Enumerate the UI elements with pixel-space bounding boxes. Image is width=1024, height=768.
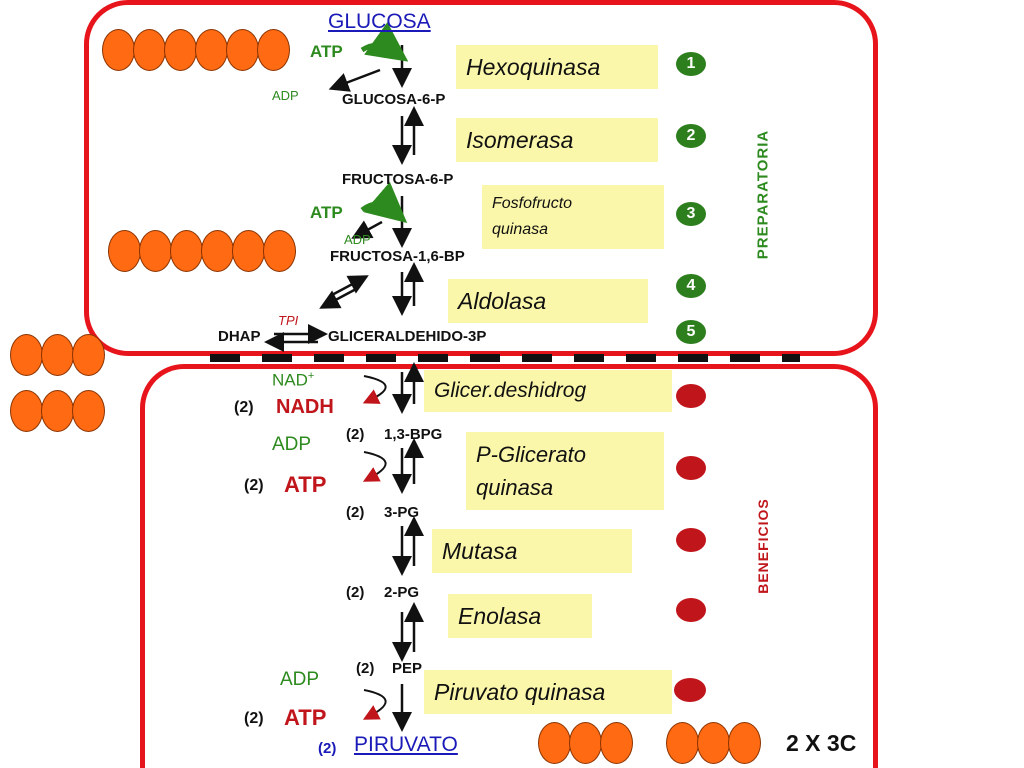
preparatory-phase-label: PREPARATORIA [754,129,772,260]
enzyme-mutasa: Mutasa [432,529,632,573]
enzyme-pglicerato-line2: quinasa [476,475,554,500]
result-label: 2 X 3C [786,730,857,756]
pg3-label: 3-PG [384,504,420,521]
enzyme-isomerasa-label: Isomerasa [466,126,574,153]
glucose-6-phosphate-label: GLUCOSA-6-P [342,91,446,108]
fructose-bisphosphate-label: FRUCTOSA-1,6-BP [330,248,465,265]
glyceraldehyde-3p-label: GLICERALDEHIDO-3P [328,328,487,345]
adp-input-7: ADP [272,434,312,455]
step-badge-10: 10 [674,678,706,702]
nad-input: NAD+ [272,370,314,391]
enzyme-p-glicerato-quinasa: P-Glicerato quinasa [466,432,664,510]
carbon-atom [263,230,296,272]
step-badge-8: 8 [676,528,706,552]
carbon-atom [697,722,730,764]
adp-output-3: ADP [344,232,371,247]
step-badge-6: 6 [676,384,706,408]
enzyme-mutasa-label: Mutasa [442,537,518,564]
enzyme-enolasa-label: Enolasa [458,602,542,629]
payoff-phase-label: BENEFICIOS [755,498,771,594]
carbon-atom [232,230,265,272]
enzyme-piruvato-quinasa: Piruvato quinasa [424,670,672,714]
fructose-bisphosphate-carbons [108,230,296,272]
enzyme-fosfofructo-line1: Fosfofructo [492,195,573,213]
step-badge-7: 7 [676,456,706,480]
triose-carbons-top [10,334,105,376]
payoff-phase-frame [140,364,878,768]
carbon-atom [569,722,602,764]
carbon-atom [226,29,259,71]
pg2-label: 2-PG [384,584,420,601]
step-badge-1: 1 [676,52,706,76]
step-badge-9: 9 [676,598,706,622]
carbon-atom [102,29,135,71]
pyruvate-carbons-b [666,722,761,764]
enzyme-hexoquinasa: Hexoquinasa [456,45,658,89]
bpg-label: 1,3-BPG [384,426,443,443]
preparatory-phase-frame [84,0,878,356]
enzyme-glicer-deshidrog: Glicer.deshidrog [424,370,672,412]
fructose-6-phosphate-label: FRUCTOSA-6-P [342,171,454,188]
atp-count-7: (2) [244,477,264,494]
atp-count-10: (2) [244,710,264,727]
carbon-atom [538,722,571,764]
atp-input-1: ATP [310,42,343,61]
adp-output-1: ADP [272,88,299,103]
nad-plus: + [307,370,315,382]
carbon-atom [666,722,699,764]
carbon-atom [108,230,141,272]
step-badge-5: 5 [676,320,706,344]
enzyme-enolasa: Enolasa [448,594,592,638]
pep-count: (2) [356,660,375,677]
dhap-label: DHAP [218,328,261,345]
pyruvate-carbons-a [538,722,633,764]
carbon-atom [72,390,105,432]
nadh-count: (2) [234,399,254,416]
step-badge-2: 2 [676,124,706,148]
enzyme-fosfofructo-line2: quinasa [492,221,549,238]
carbon-atom [41,390,74,432]
carbon-atom [728,722,761,764]
pyruvate-count: (2) [318,740,337,757]
carbon-atom [257,29,290,71]
carbon-atom [164,29,197,71]
carbon-atom [170,230,203,272]
atp-output-7: ATP [284,472,327,497]
bpg-count: (2) [346,426,365,443]
carbon-atom [41,334,74,376]
adp-input-10: ADP [280,669,320,690]
pg2-count: (2) [346,584,365,601]
tpi-label: TPI [278,313,299,328]
enzyme-fosfofructoquinasa: Fosfofructo quinasa [482,185,664,249]
enzyme-piruvato-label: Piruvato quinasa [434,678,606,705]
glucose-label[interactable]: GLUCOSA [328,10,431,33]
carbon-atom [195,29,228,71]
triose-carbons-bottom [10,390,105,432]
atp-output-10: ATP [284,705,327,730]
glucose-carbons [102,29,290,71]
pyruvate-label[interactable]: PIRUVATO [354,733,458,756]
carbon-atom [10,334,43,376]
carbon-atom [600,722,633,764]
phase-divider [210,354,800,362]
carbon-atom [139,230,172,272]
carbon-atom [201,230,234,272]
step-badge-3: 3 [676,202,706,226]
enzyme-aldolasa: Aldolasa [448,279,648,323]
carbon-atom [133,29,166,71]
nad-text: NAD [272,370,308,390]
enzyme-isomerasa: Isomerasa [456,118,658,162]
pep-label: PEP [392,660,423,677]
enzyme-aldolasa-label: Aldolasa [458,287,547,314]
pg3-count: (2) [346,504,365,521]
enzyme-pglicerato-line1: P-Glicerato [476,442,587,467]
carbon-atom [72,334,105,376]
enzyme-glicer-label: Glicer.deshidrog [434,379,587,402]
enzyme-hexoquinasa-label: Hexoquinasa [466,53,601,80]
nadh-output: NADH [276,396,334,418]
atp-input-3: ATP [310,203,343,222]
step-badge-4: 4 [676,274,706,298]
carbon-atom [10,390,43,432]
